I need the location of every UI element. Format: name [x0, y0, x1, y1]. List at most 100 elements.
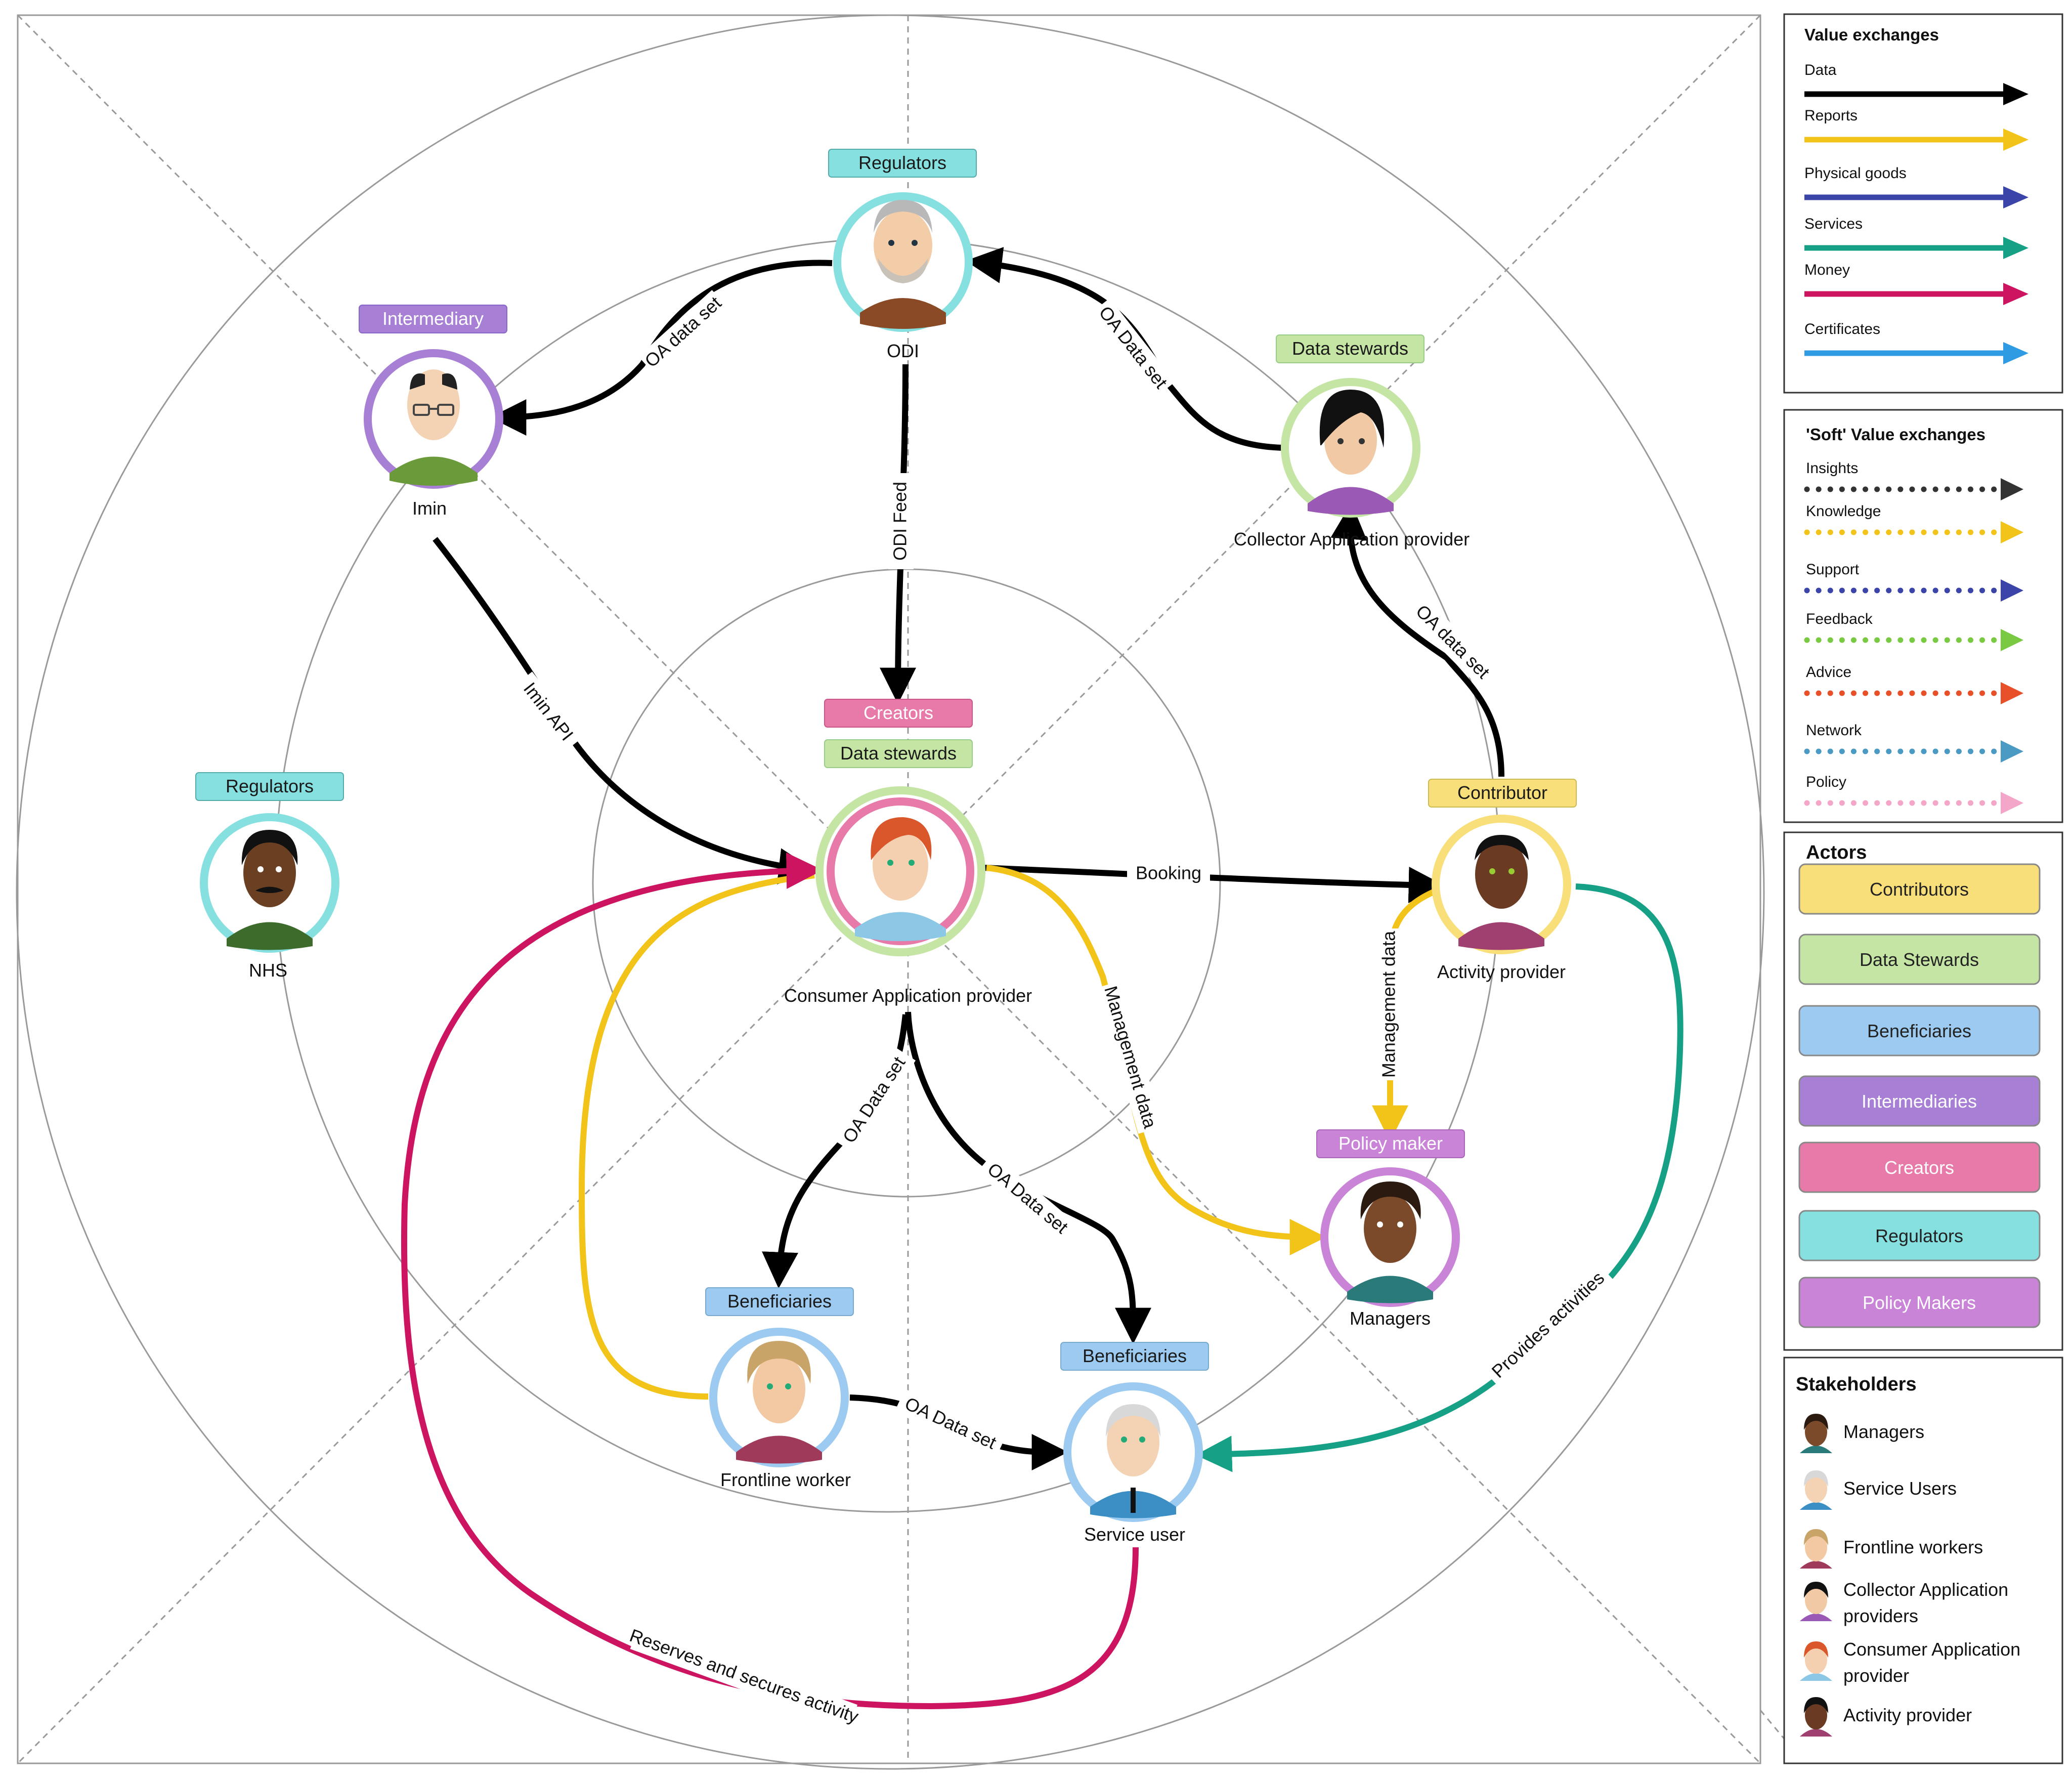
legend-soft-label-knowledge: Knowledge	[1806, 503, 1881, 520]
bald-man-glasses-avatar-icon	[364, 349, 503, 489]
legend-soft-label-insights: Insights	[1806, 460, 1858, 477]
stakeholder-service-users: Service Users	[1800, 1470, 1957, 1510]
stakeholder-frontline-workers: Frontline workers	[1800, 1529, 1983, 1569]
arrow-head-icon	[2003, 186, 2028, 208]
edge-frontline-consumer[interactable]	[578, 872, 815, 1400]
edge-label-odi-consumer: ODI Feed	[890, 482, 911, 561]
legend-stakeholders-title: Stakeholders	[1796, 1374, 1917, 1395]
legend-item-services: Services	[1804, 216, 2028, 259]
consumer-tag-stewards: Data stewards	[840, 743, 957, 764]
arrow-head-icon	[2001, 740, 2023, 763]
node-service[interactable]: Beneficiaries Service user	[1060, 1342, 1209, 1545]
frontline-name: Frontline worker	[720, 1469, 851, 1490]
arrow-head-icon	[2003, 237, 2028, 259]
legend-label-reports: Reports	[1804, 107, 1858, 124]
arrow-head-icon	[2003, 129, 2028, 151]
edge-labels-layer: OA data set OA Data set ODI Feed Imin AP…	[512, 290, 1615, 1729]
actor-swatch-label: Creators	[1884, 1157, 1954, 1178]
curly-hair-man-avatar-icon	[1800, 1414, 1832, 1453]
node-activity[interactable]: Contributor Activity provider	[1428, 779, 1577, 982]
edge-consumer-activity[interactable]	[983, 865, 1445, 903]
edge-label-consumer-activity: Booking	[1136, 863, 1201, 883]
service-name: Service user	[1084, 1524, 1185, 1545]
legend-label-money: Money	[1804, 262, 1850, 278]
policy-tag: Policy maker	[1339, 1133, 1443, 1154]
node-odi[interactable]: Regulators ODI	[828, 149, 977, 361]
actor-swatch-intermediaries: Intermediaries	[1798, 1075, 2041, 1127]
legend-soft-label-network: Network	[1806, 722, 1862, 739]
odi-tag: Regulators	[858, 152, 946, 173]
arrow-head-icon	[2001, 682, 2023, 704]
legend-soft-item-feedback: Feedback	[1804, 611, 2023, 651]
edge-label-activity-service: Provides activities	[1488, 1267, 1609, 1382]
frontline-tag: Beneficiaries	[727, 1291, 832, 1312]
edge-label-consumer-policy: Management data	[1100, 984, 1161, 1131]
node-policy[interactable]: Policy maker Managers	[1316, 1129, 1465, 1329]
edge-consumer-frontline[interactable]	[762, 1014, 909, 1289]
legend-soft-label-policy: Policy	[1806, 774, 1846, 790]
node-nhs[interactable]: Regulators NHS	[195, 772, 344, 981]
red-hair-man-avatar-icon	[1800, 1641, 1832, 1681]
node-frontline[interactable]: Beneficiaries Frontline worker	[705, 1287, 854, 1490]
legend-soft-label-support: Support	[1806, 561, 1860, 578]
activity-name: Activity provider	[1437, 961, 1566, 982]
stakeholder-activity-provider: Activity provider	[1800, 1697, 1972, 1737]
edge-activity-service[interactable]	[1195, 883, 1684, 1472]
actor-swatch-label: Regulators	[1875, 1225, 1963, 1246]
elderly-man-avatar-icon	[1800, 1470, 1832, 1510]
arrow-head-icon	[2001, 478, 2023, 500]
stakeholder-label-line2: provider	[1843, 1665, 1909, 1686]
dark-skin-man-avatar-icon	[1432, 815, 1571, 954]
edge-label-frontline-service: OA Data set	[902, 1393, 1000, 1453]
edge-label-activity-policy: Management data	[1378, 931, 1399, 1078]
consumer-name: Consumer Application provider	[784, 985, 1032, 1006]
arrow-head-icon	[2001, 521, 2023, 543]
edge-service-consumer[interactable]	[401, 852, 1139, 1710]
node-collector[interactable]: Data stewards Collector Application prov…	[1234, 334, 1470, 549]
nodes-layer: Regulators ODI Intermediary	[195, 149, 1577, 1545]
elderly-man-avatar-icon	[1063, 1382, 1203, 1522]
collector-name: Collector Application provider	[1234, 529, 1470, 549]
actor-swatch-label: Data Stewards	[1860, 949, 1979, 970]
dark-hair-man-avatar-icon	[1800, 1582, 1832, 1621]
node-consumer[interactable]: Creators Data stewards Consumer Applicat…	[784, 699, 1032, 1006]
consumer-tag-creators: Creators	[864, 702, 933, 723]
actor-swatch-policy-makers: Policy Makers	[1798, 1277, 2041, 1328]
legend-actors-title: Actors	[1806, 842, 1867, 863]
legend-value-exchanges-title: Value exchanges	[1804, 25, 1939, 44]
stakeholder-label-line2: providers	[1843, 1605, 1918, 1626]
policy-name: Managers	[1350, 1308, 1431, 1329]
legend-soft-title: 'Soft' Value exchanges	[1806, 425, 1985, 444]
curly-hair-man-avatar-icon	[1320, 1167, 1460, 1307]
legend-soft-item-policy: Policy	[1804, 774, 2023, 814]
actor-swatch-beneficiaries: Beneficiaries	[1798, 1005, 2041, 1056]
mustache-man-avatar-icon	[200, 813, 339, 953]
edge-consumer-service[interactable]	[905, 1011, 1151, 1344]
edge-imin-consumer[interactable]	[433, 537, 815, 884]
nhs-name: NHS	[249, 960, 287, 981]
odi-name: ODI	[887, 341, 919, 361]
legend-soft-item-support: Support	[1804, 561, 2023, 602]
legend-soft-item-network: Network	[1804, 722, 2023, 763]
edge-label-odi-imin: OA data set	[640, 292, 725, 371]
edge-label-imin-consumer: Imin API	[520, 679, 578, 745]
legend-item-reports: Reports	[1804, 107, 2028, 151]
actor-swatch-creators: Creators	[1798, 1141, 2041, 1193]
blond-man-avatar-icon	[709, 1328, 849, 1467]
arrow-head-icon	[2003, 83, 2028, 105]
legend-soft-value-exchanges: 'Soft' Value exchanges InsightsKnowledge…	[1783, 409, 2063, 823]
legend-label-services: Services	[1804, 216, 1863, 232]
legend-soft-label-feedback: Feedback	[1806, 611, 1873, 627]
legend-item-physical-goods: Physical goods	[1804, 165, 2028, 208]
edge-consumer-policy[interactable]	[986, 865, 1326, 1255]
actor-swatch-data-stewards: Data Stewards	[1798, 934, 2041, 985]
node-imin[interactable]: Intermediary Imin	[359, 305, 507, 519]
legend-label-data: Data	[1804, 62, 1837, 78]
edge-label-consumer-frontline: OA Data set	[838, 1053, 909, 1147]
arrow-head-icon	[2001, 579, 2023, 602]
edge-activity-collector[interactable]	[1330, 502, 1504, 777]
nhs-tag: Regulators	[226, 776, 314, 796]
